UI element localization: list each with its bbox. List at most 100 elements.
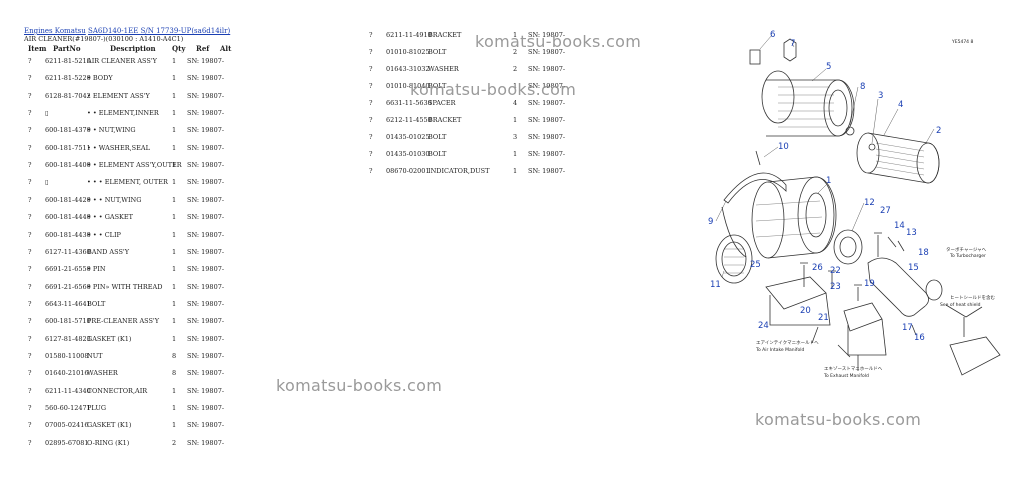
callout-16[interactable]: 16 [914, 333, 925, 343]
washer-drawing [845, 126, 855, 136]
callout-27[interactable]: 27 [880, 206, 891, 216]
cell-part: 02895-67081 [45, 438, 89, 447]
callout-14[interactable]: 14 [894, 221, 905, 231]
callout-10[interactable]: 10 [778, 142, 789, 152]
cell-ref: SN: 19807- [187, 421, 225, 430]
cell-part: 6691-21-6560 [45, 282, 91, 291]
cell-desc: • • ELEMENT,INNER [87, 109, 159, 118]
cell-ref: SN: 19807- [187, 109, 225, 118]
cell-item: ? [28, 334, 32, 343]
callout-8[interactable]: 8 [860, 82, 865, 92]
callout-9[interactable]: 9 [708, 217, 713, 227]
cell-part: 560-60-12471 [45, 404, 91, 412]
cell-part: 6128-81-7042 [45, 91, 91, 100]
callout-layer: 1234567891011121314151617181920212223242… [708, 30, 941, 343]
callout-15[interactable]: 15 [908, 263, 919, 273]
callout-4[interactable]: 4 [898, 100, 903, 110]
cell-qty: 1 [172, 317, 177, 326]
cell-desc: BOLT [87, 299, 106, 308]
cell-qty: 4 [513, 99, 518, 107]
callout-6[interactable]: 6 [770, 30, 775, 40]
cell-part: ▯ [45, 109, 49, 118]
bracket-side-drawing [769, 292, 831, 326]
cell-item: ? [28, 143, 32, 152]
breadcrumb-link-model[interactable]: SA6D140-1EE S/N 17739-UP(sa6d14ilr) [88, 27, 231, 35]
breadcrumb-link-engines[interactable]: Engines Komatsu [24, 27, 86, 35]
cell-ref: SN: 19807- [528, 116, 566, 124]
cell-part: 6212-11-4550 [386, 116, 432, 124]
cell-qty: 1 [172, 421, 177, 430]
cell-qty: 1 [172, 74, 177, 83]
cell-desc: BOLT [428, 150, 447, 158]
callout-3[interactable]: 3 [878, 91, 883, 101]
callout-2[interactable]: 2 [936, 126, 941, 136]
inner-element-drawing [856, 132, 940, 184]
cell-part: 6211-11-4910 [386, 31, 432, 39]
bolt-drawing [854, 284, 862, 301]
cell-item: ? [369, 65, 373, 73]
cell-ref: SN: 19807- [528, 65, 566, 73]
column-header-item: Item [28, 44, 47, 53]
cell-desc: AIR CLEANER ASS'Y [87, 57, 157, 65]
callout-11[interactable]: 11 [710, 280, 721, 290]
callout-19[interactable]: 19 [864, 279, 875, 289]
column-header-description: Description [110, 44, 156, 53]
callout-5[interactable]: 5 [826, 62, 831, 72]
cell-qty: 1 [513, 167, 518, 175]
plug-drawing [783, 38, 797, 62]
cell-ref: SN: 19807- [187, 143, 225, 152]
callout-25[interactable]: 25 [750, 260, 761, 270]
annotation-exhaust-en: To Exhaust Manifold [823, 373, 869, 379]
band-lower-drawing [721, 206, 747, 258]
cell-item: ? [28, 404, 32, 412]
cell-desc: NUT [87, 351, 103, 360]
bolt-drawing [755, 150, 761, 166]
callout-20[interactable]: 20 [800, 306, 811, 316]
cell-qty: 1 [172, 195, 177, 204]
cell-ref: SN: 19807- [187, 282, 225, 291]
callout-12[interactable]: 12 [864, 198, 875, 208]
callout-13[interactable]: 13 [906, 228, 917, 238]
cell-item: ? [28, 386, 32, 395]
cell-qty: 1 [513, 82, 518, 90]
diagram-code: YE5474 8 [951, 39, 973, 45]
cell-ref: SN: 19807- [528, 48, 566, 56]
annotation-heat-shield-jp: ヒートシールドを含む [950, 294, 995, 301]
callout-18[interactable]: 18 [918, 248, 929, 258]
cell-part: 01580-11008 [45, 351, 89, 360]
pre-cleaner-drawing [715, 234, 753, 284]
cell-item: ? [28, 213, 32, 222]
cell-desc: • • • CLIP [87, 230, 121, 239]
cell-desc: BAND ASS'Y [87, 247, 129, 256]
callout-1[interactable]: 1 [826, 176, 831, 186]
cell-desc: • • • NUT,WING [87, 195, 142, 204]
callout-22[interactable]: 22 [830, 266, 841, 276]
callout-23[interactable]: 23 [830, 282, 841, 292]
cell-qty: 1 [172, 109, 177, 118]
callout-26[interactable]: 26 [812, 263, 823, 273]
cell-item: ? [28, 74, 32, 83]
cell-desc: • ELEMENT ASS'Y [87, 91, 150, 100]
cell-part: 08670-02001 [386, 167, 430, 175]
arrow-drawing [945, 304, 983, 337]
arrow-drawing [837, 344, 859, 371]
annotation-intake-en: To Air Intake Manifold [755, 347, 804, 353]
cell-part: 01643-31032 [386, 65, 430, 73]
page-title: AIR CLEANER(#19807-)(030100 : A1410-A4C1… [24, 35, 184, 43]
callout-21[interactable]: 21 [818, 313, 829, 323]
spacer-drawing [887, 236, 905, 252]
callout-17[interactable]: 17 [902, 323, 913, 333]
cell-part: 01010-81025 [386, 48, 430, 56]
cell-part: 6127-81-4823 [45, 334, 91, 343]
callout-7[interactable]: 7 [790, 39, 795, 49]
callout-24[interactable]: 24 [758, 321, 769, 331]
cell-item: ? [28, 265, 32, 274]
cell-qty: 1 [172, 386, 177, 395]
band-drawing [723, 172, 787, 204]
cell-desc: BOLT [428, 82, 447, 90]
cell-qty: 1 [172, 126, 177, 135]
cell-qty: 3 [513, 133, 518, 141]
main-body-drawing [751, 176, 837, 259]
cell-desc: INDICATOR,DUST [428, 167, 490, 175]
cell-item: ? [369, 133, 373, 141]
